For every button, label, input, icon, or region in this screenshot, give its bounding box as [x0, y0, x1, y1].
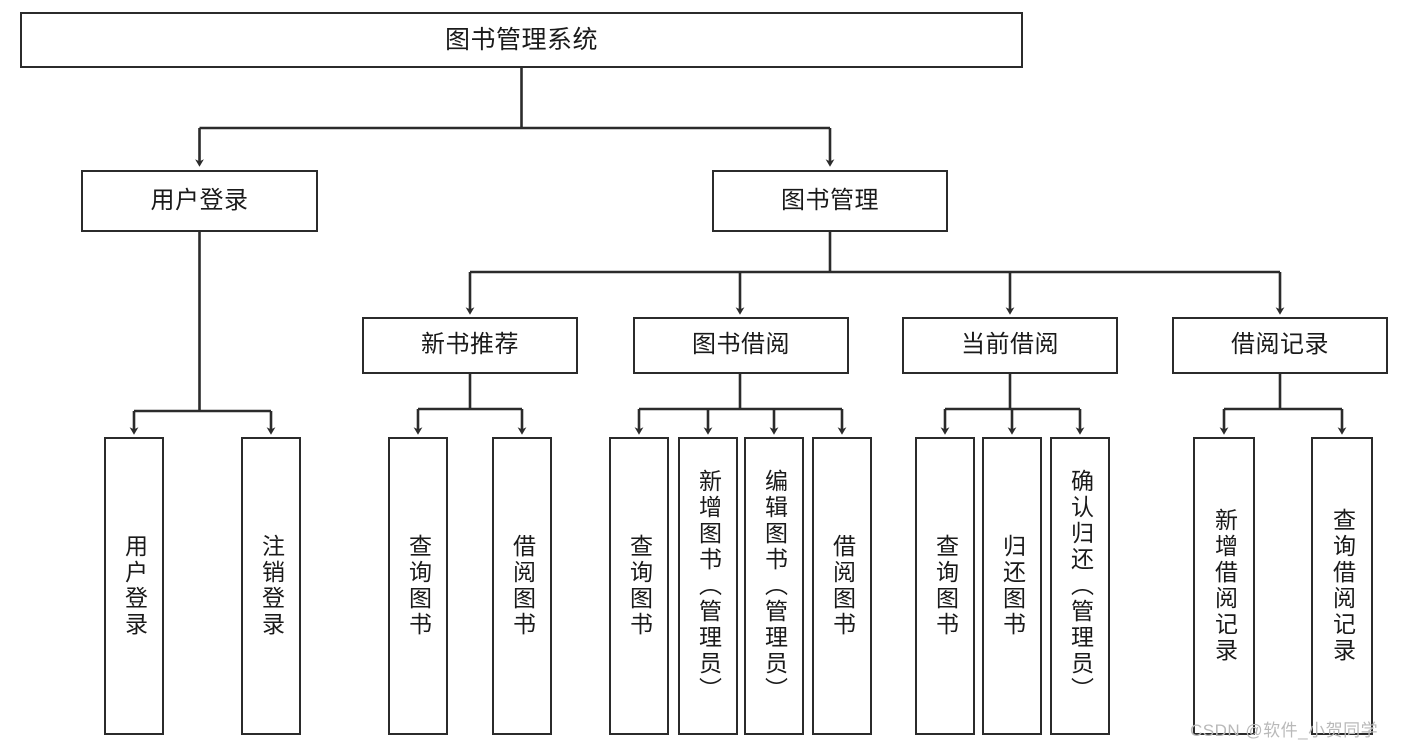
node-label: 借阅记录 [1231, 331, 1329, 359]
node-label: 查询图书 [626, 534, 653, 638]
node-borrow-record[interactable]: 借阅记录 [1172, 317, 1388, 374]
leaf-user-login-logout[interactable]: 注销登录 [241, 437, 301, 735]
node-label: 查询借阅记录 [1329, 508, 1356, 664]
leaf-recommend-borrow-book[interactable]: 借阅图书 [492, 437, 552, 735]
node-new-book-recommend[interactable]: 新书推荐 [362, 317, 578, 374]
node-book-borrow[interactable]: 图书借阅 [633, 317, 849, 374]
node-label: 新书推荐 [421, 331, 519, 359]
node-label: 新增图书（管理员） [695, 469, 722, 703]
node-label: 查询图书 [932, 534, 959, 638]
leaf-borrow-add-book-admin[interactable]: 新增图书（管理员） [678, 437, 738, 735]
node-root-book-management-system[interactable]: 图书管理系统 [20, 12, 1023, 68]
node-label: 图书借阅 [692, 331, 790, 359]
leaf-user-login-login[interactable]: 用户登录 [104, 437, 164, 735]
node-label: 图书管理系统 [444, 26, 598, 54]
node-label: 用户登录 [121, 534, 148, 638]
node-label: 注销登录 [258, 534, 285, 638]
leaf-current-confirm-return-admin[interactable]: 确认归还（管理员） [1050, 437, 1110, 735]
node-label: 编辑图书（管理员） [761, 469, 788, 703]
leaf-recommend-query-book[interactable]: 查询图书 [388, 437, 448, 735]
node-label: 确认归还（管理员） [1067, 469, 1094, 703]
node-book-management[interactable]: 图书管理 [712, 170, 948, 232]
csdn-watermark: CSDN @软件_小贺同学 [1190, 721, 1379, 740]
leaf-borrow-query-book[interactable]: 查询图书 [609, 437, 669, 735]
node-label: 当前借阅 [961, 331, 1059, 359]
node-label: 用户登录 [150, 186, 249, 214]
node-label: 新增借阅记录 [1211, 508, 1238, 664]
leaf-current-query-book[interactable]: 查询图书 [915, 437, 975, 735]
node-user-login[interactable]: 用户登录 [81, 170, 318, 232]
leaf-current-return-book[interactable]: 归还图书 [982, 437, 1042, 735]
leaf-borrow-edit-book-admin[interactable]: 编辑图书（管理员） [744, 437, 804, 735]
leaf-record-query-borrow-record[interactable]: 查询借阅记录 [1311, 437, 1373, 735]
node-label: 借阅图书 [829, 534, 856, 638]
node-label: 图书管理 [781, 186, 879, 214]
node-label: 借阅图书 [509, 534, 536, 638]
node-current-borrow[interactable]: 当前借阅 [902, 317, 1118, 374]
node-label: 查询图书 [405, 534, 432, 638]
leaf-borrow-borrow-book[interactable]: 借阅图书 [812, 437, 872, 735]
leaf-record-add-borrow-record[interactable]: 新增借阅记录 [1193, 437, 1255, 735]
node-label: 归还图书 [999, 534, 1026, 638]
